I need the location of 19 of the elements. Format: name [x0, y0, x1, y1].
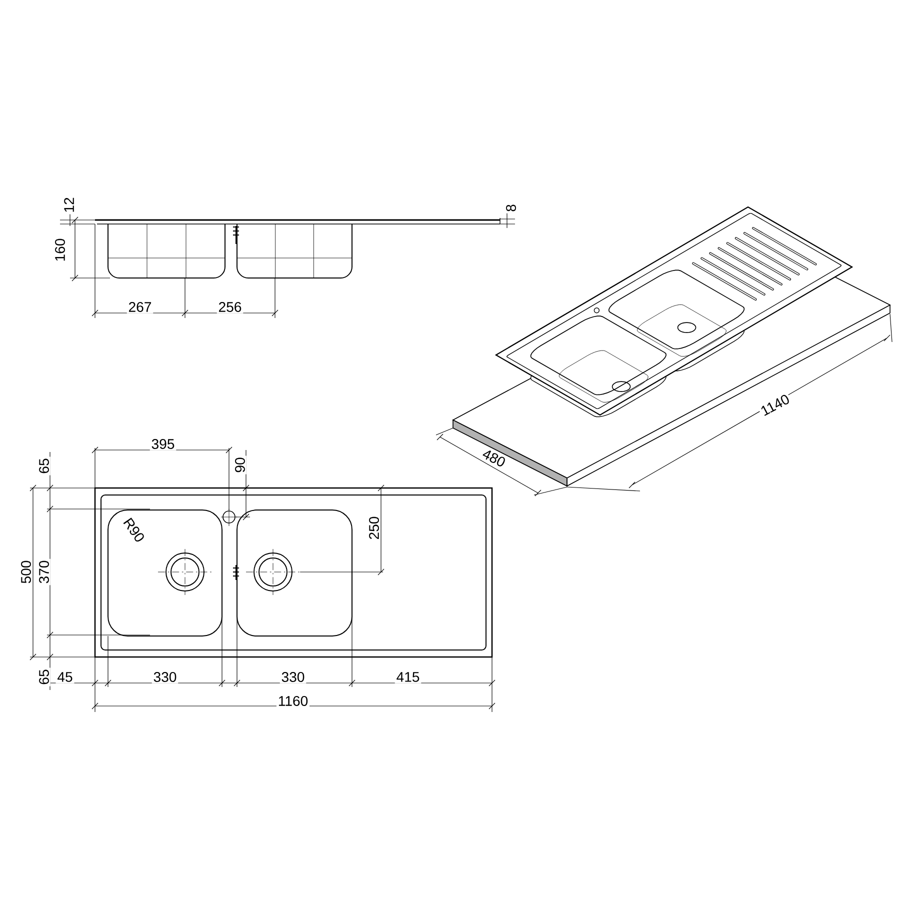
dimension-label: 330 — [152, 670, 178, 684]
dimension-label: 65 — [38, 456, 50, 476]
dimension-label: 395 — [150, 438, 176, 450]
dimension-label: 250 — [368, 514, 380, 542]
dimension-label: 256 — [216, 300, 244, 314]
dimension-label: 45 — [56, 670, 74, 684]
dimension-label: 480 — [479, 446, 509, 470]
dimension-label: 8 — [504, 202, 518, 214]
dimension-label: 1160 — [276, 694, 310, 708]
dimension-label: 267 — [126, 300, 154, 314]
dimension-label: 160 — [54, 236, 66, 264]
dimension-label: 90 — [234, 456, 246, 474]
dimension-label: 12 — [62, 196, 76, 214]
dimension-label: 415 — [394, 670, 422, 684]
dimension-label: 65 — [38, 668, 50, 686]
dimension-label: 1140 — [757, 392, 793, 418]
dimension-label: 500 — [20, 558, 32, 586]
dimension-label: 330 — [280, 670, 306, 684]
dimension-label: 370 — [38, 558, 50, 586]
